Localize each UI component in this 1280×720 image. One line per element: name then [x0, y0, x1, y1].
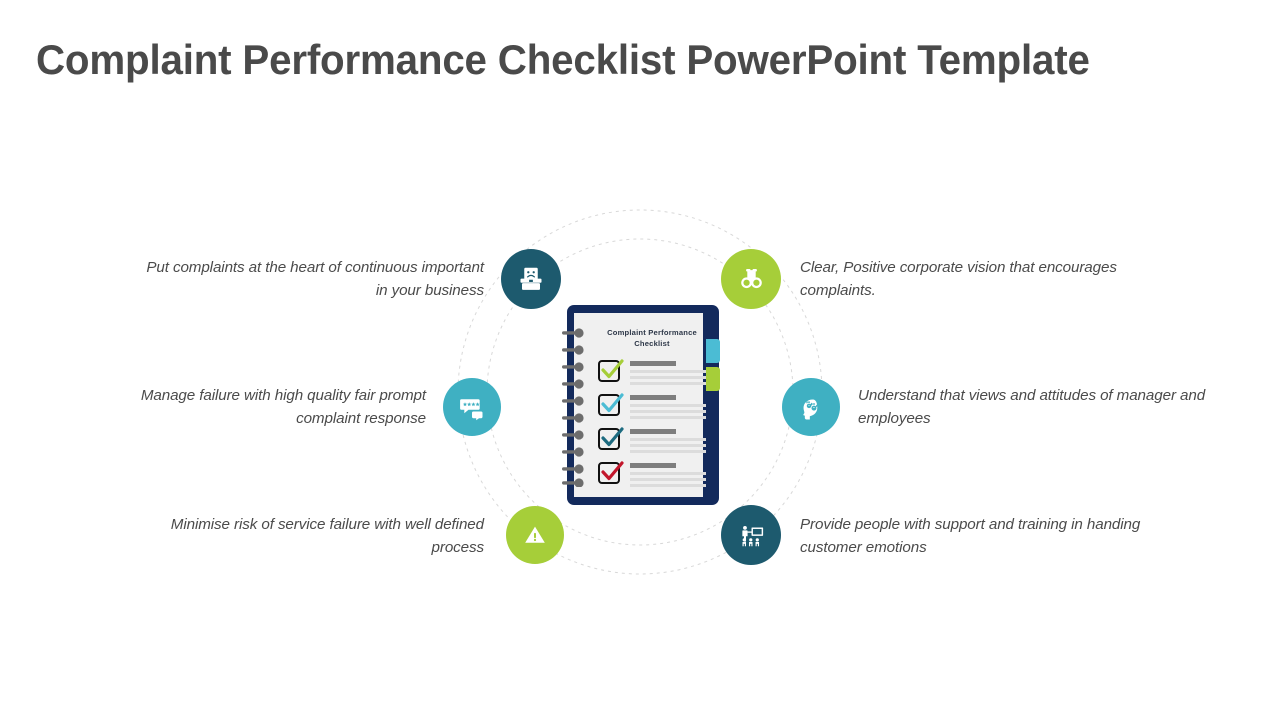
- row-text-line: [630, 449, 706, 453]
- page-title: Complaint Performance Checklist PowerPoi…: [36, 36, 1090, 83]
- caption-top-left: Put complaints at the heart of continuou…: [146, 259, 484, 300]
- row-text-line: [630, 443, 706, 447]
- caption-middle-left: Manage failure with high quality fair pr…: [140, 387, 426, 428]
- row-title-bar: [630, 395, 676, 400]
- checklist-row-text: [630, 395, 706, 422]
- head-gears-icon: [802, 399, 818, 420]
- clipboard-tab-cyan: [706, 339, 720, 363]
- complaint-box-icon: [520, 267, 542, 290]
- checkmark-icon: [601, 393, 624, 413]
- node-top-right[interactable]: [721, 249, 781, 309]
- checklist-row-text: [630, 361, 706, 388]
- clipboard-heading-line2: Checklist: [634, 339, 670, 348]
- checklist-row-text: [630, 429, 706, 456]
- checklist-row: [598, 427, 706, 461]
- spiral-binding-icon: [562, 328, 584, 487]
- checklist-clipboard: Complaint Performance Checklist: [562, 305, 720, 505]
- node-middle-left[interactable]: [443, 378, 501, 436]
- node-bottom-right[interactable]: [721, 505, 781, 565]
- row-text-line: [630, 381, 706, 385]
- caption-bottom-right: Provide people with support and training…: [800, 516, 1141, 557]
- checkbox[interactable]: [598, 428, 620, 450]
- binoculars-icon: [740, 268, 762, 288]
- row-text-line: [630, 483, 706, 487]
- checkbox[interactable]: [598, 360, 620, 382]
- checklist-row: [598, 359, 706, 393]
- clipboard-page: Complaint Performance Checklist: [562, 313, 706, 497]
- checklist-row-text: [630, 463, 706, 490]
- row-text-line: [630, 415, 706, 419]
- row-text-line: [630, 369, 706, 373]
- checklist-row: [598, 393, 706, 427]
- caption-bottom-left: Minimise risk of service failure with we…: [170, 516, 484, 557]
- checklist-rows: [598, 359, 706, 495]
- checkmark-icon: [601, 427, 624, 447]
- checkbox[interactable]: [598, 394, 620, 416]
- row-text-line: [630, 409, 706, 413]
- row-title-bar: [630, 361, 676, 366]
- row-text-line: [630, 437, 706, 441]
- row-title-bar: [630, 429, 676, 434]
- node-middle-right[interactable]: [782, 378, 840, 436]
- caption-middle-right: Understand that views and attitudes of m…: [858, 387, 1206, 428]
- checkbox[interactable]: [598, 462, 620, 484]
- training-board-icon: [741, 525, 763, 546]
- row-text-line: [630, 477, 706, 481]
- caption-top-right: Clear, Positive corporate vision that en…: [800, 259, 1117, 300]
- warning-triangle-icon: [525, 526, 545, 543]
- clipboard-heading-line1: Complaint Performance: [607, 328, 697, 337]
- clipboard-heading: Complaint Performance Checklist: [602, 327, 702, 349]
- checkmark-icon: [601, 359, 624, 379]
- checkmark-icon: [601, 461, 624, 481]
- row-text-line: [630, 403, 706, 407]
- checklist-row: [598, 461, 706, 495]
- clipboard-tab-green: [706, 367, 720, 391]
- node-bottom-left[interactable]: [506, 506, 564, 564]
- row-title-bar: [630, 463, 676, 468]
- chat-rating-icon: [460, 399, 483, 421]
- row-text-line: [630, 471, 706, 475]
- node-top-left[interactable]: [501, 249, 561, 309]
- row-text-line: [630, 375, 706, 379]
